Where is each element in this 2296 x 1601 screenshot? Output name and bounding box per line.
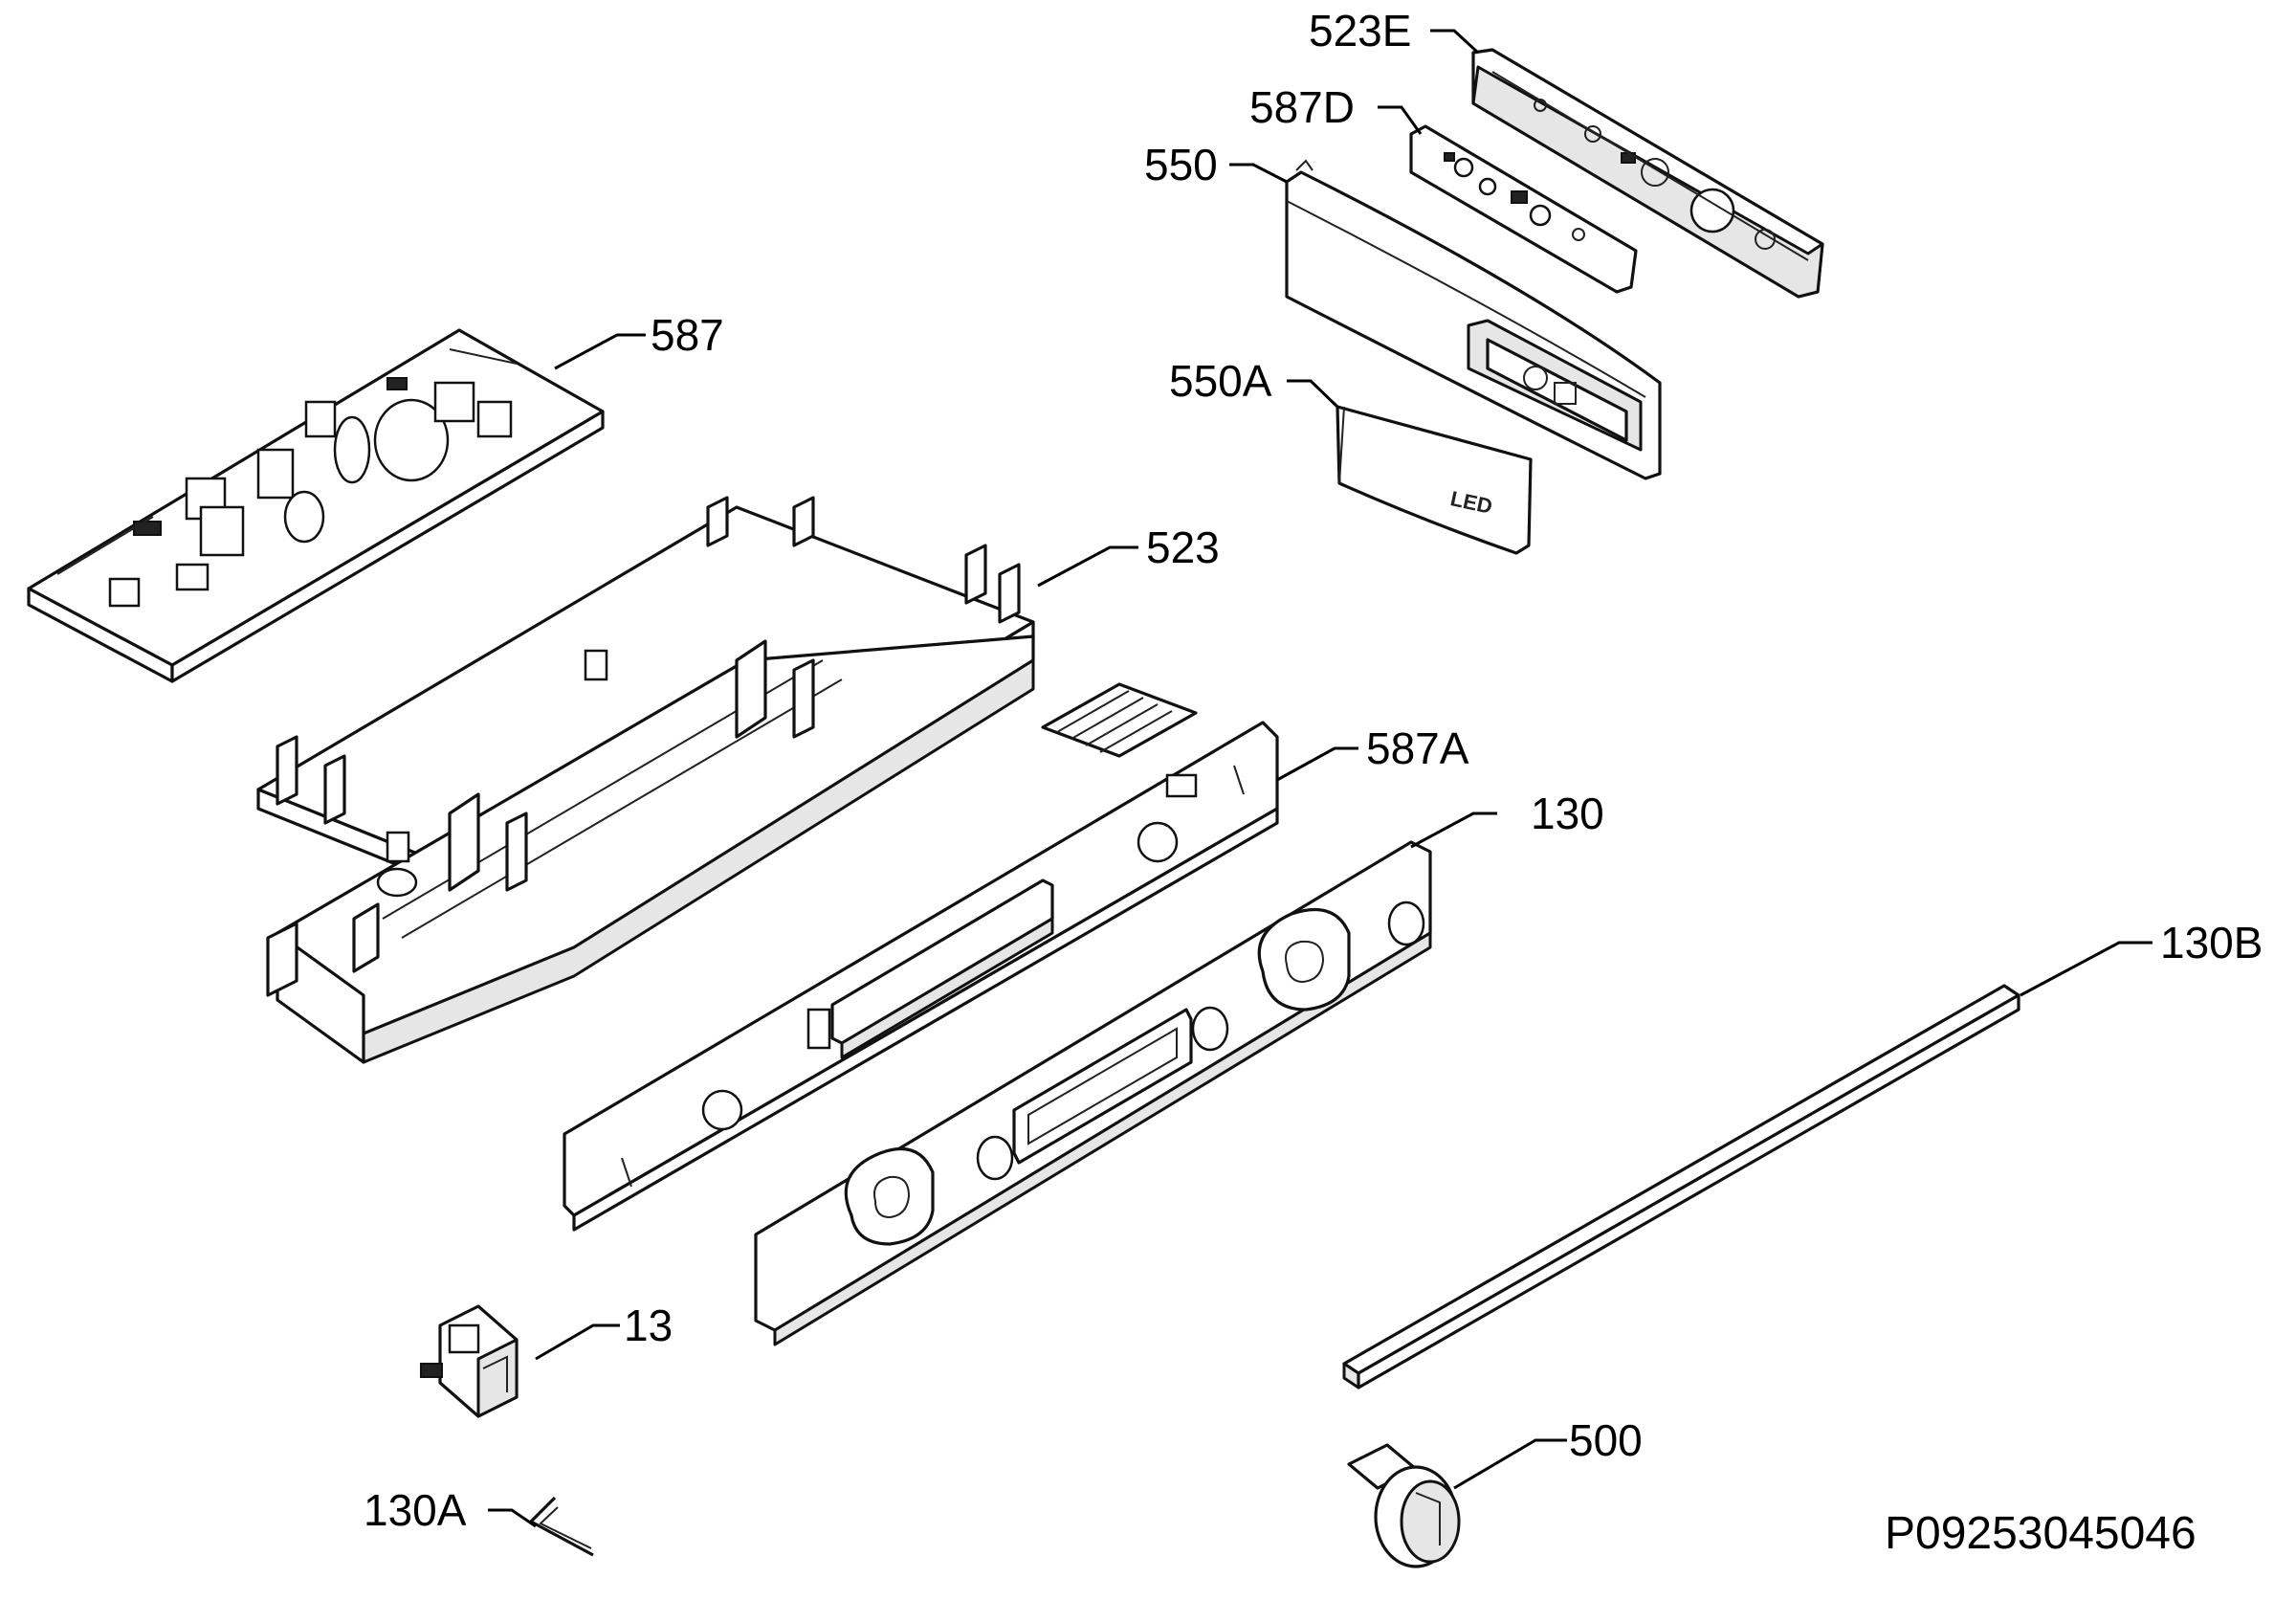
label-587: 587 <box>651 310 724 360</box>
leader-523E <box>1430 29 1480 55</box>
label-130B: 130B <box>2160 918 2263 967</box>
leader-587 <box>554 333 646 370</box>
leader-lines <box>488 29 2152 1528</box>
part-labels: 523E 587D 550 587 550A 523 587A 130 130B… <box>364 6 2263 1535</box>
leader-550A <box>1287 379 1339 409</box>
label-587A: 587A <box>1366 723 1469 773</box>
part-500-knob[interactable] <box>1347 1443 1461 1568</box>
part-523E-bracket[interactable] <box>1471 48 1824 299</box>
leader-130 <box>1410 812 1497 849</box>
part-130A-clip[interactable] <box>529 1496 594 1557</box>
label-13: 13 <box>624 1301 673 1350</box>
leader-13 <box>535 1323 620 1361</box>
leader-550 <box>1229 163 1288 184</box>
part-587A-display-pcb[interactable] <box>563 682 1279 1232</box>
part-550A-led-cover[interactable]: LED <box>1336 405 1533 555</box>
label-550A: 550A <box>1169 356 1272 406</box>
part-587-main-pcb[interactable] <box>27 328 605 683</box>
leader-500 <box>1453 1438 1567 1490</box>
leader-587A <box>1276 746 1358 782</box>
label-587D: 587D <box>1249 82 1355 132</box>
label-500: 500 <box>1569 1415 1643 1465</box>
label-130A: 130A <box>364 1485 467 1535</box>
part-130B-strip[interactable] <box>1342 984 2020 1390</box>
label-130: 130 <box>1531 789 1604 838</box>
label-523E: 523E <box>1309 6 1411 56</box>
part-130-front-panel[interactable] <box>754 840 1432 1346</box>
leader-130B <box>2020 941 2152 997</box>
leader-130A <box>488 1508 537 1528</box>
part-550-front-cover[interactable] <box>1285 159 1662 480</box>
leader-523 <box>1037 545 1138 588</box>
part-523-housing[interactable] <box>256 496 1035 1064</box>
part-587D-led-board[interactable] <box>1409 124 1638 294</box>
label-523: 523 <box>1146 523 1220 572</box>
drawing-code: P09253045046 <box>1885 1508 2197 1559</box>
label-550: 550 <box>1144 140 1218 189</box>
leader-587D <box>1378 105 1423 135</box>
part-13-switch[interactable] <box>420 1304 519 1418</box>
